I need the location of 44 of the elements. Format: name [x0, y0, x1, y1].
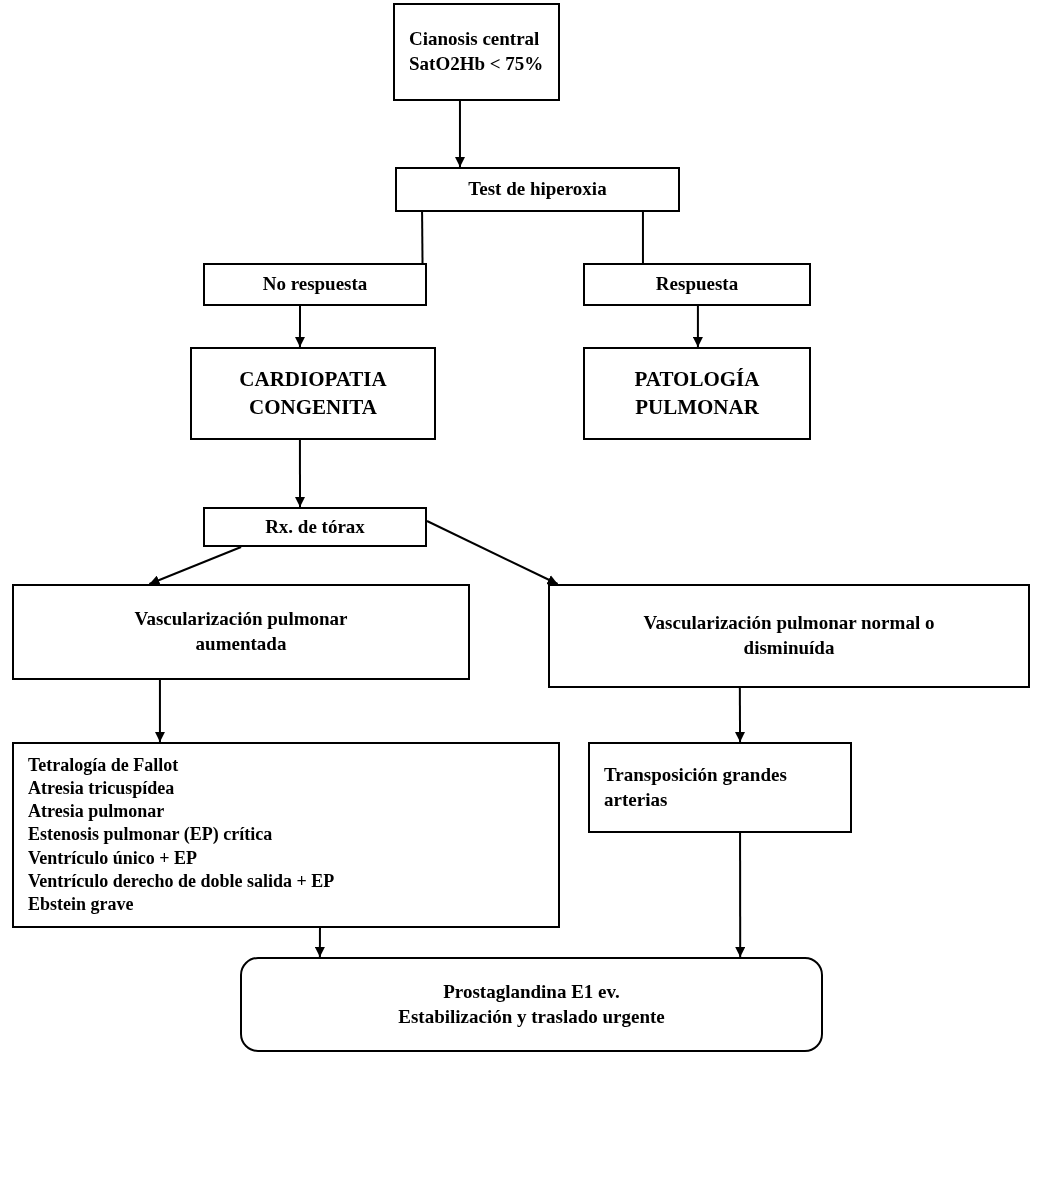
terminal-box: [240, 957, 823, 1052]
process-box: [393, 3, 560, 101]
process-box: [588, 742, 852, 833]
arrow: [294, 305, 305, 348]
connector-line: [421, 211, 424, 264]
list-item: Atresia pulmonar: [28, 800, 165, 824]
box-text: Test de hiperoxia: [468, 177, 607, 202]
box-text: No respuesta: [262, 272, 368, 297]
list-item: Ventrículo derecho de doble salida + EP: [28, 869, 335, 893]
arrow: [295, 439, 305, 508]
process-box: [203, 507, 427, 547]
connector-line: [641, 211, 644, 264]
box-text: Vascularización pulmonar normal o disminuída: [642, 611, 936, 660]
box-text: Estabilización y traslado urgente: [398, 1004, 665, 1029]
arrow: [426, 520, 559, 585]
box-text: Prostaglandina E1 ev.: [443, 979, 620, 1004]
arrow: [148, 546, 243, 585]
process-box: [12, 584, 470, 680]
box-text: Vascularización pulmonar aumentada: [133, 607, 349, 656]
list-item: Estenosis pulmonar (EP) crítica: [28, 823, 273, 847]
list-item: Tetralogía de Fallot: [28, 754, 179, 778]
arrow: [735, 832, 746, 958]
box-text: Rx. de tórax: [265, 514, 365, 539]
list-item: Ebstein grave: [28, 892, 134, 916]
box-text: SatO2Hb < 75%: [409, 52, 544, 76]
process-box: [203, 263, 427, 306]
arrow: [154, 679, 165, 743]
list-item: Atresia tricuspídea: [28, 777, 175, 801]
box-text: CARDIOPATIA CONGENITA: [238, 366, 388, 421]
process-box: [583, 263, 811, 306]
box-text: Cianosis central: [409, 27, 540, 52]
box-text: Transposición grandes arterias: [604, 762, 788, 812]
arrow: [314, 927, 325, 958]
box-text: Respuesta: [655, 272, 739, 297]
process-box: [190, 347, 436, 440]
box-text: PATOLOGÍA PULMONAR: [633, 366, 761, 421]
list-item: Ventrículo único + EP: [28, 846, 198, 870]
process-box: [395, 167, 680, 212]
arrow: [735, 687, 745, 743]
process-box: [12, 742, 560, 928]
process-box: [583, 347, 811, 440]
arrow: [692, 305, 703, 348]
process-box: [548, 584, 1030, 688]
arrow: [455, 100, 465, 168]
